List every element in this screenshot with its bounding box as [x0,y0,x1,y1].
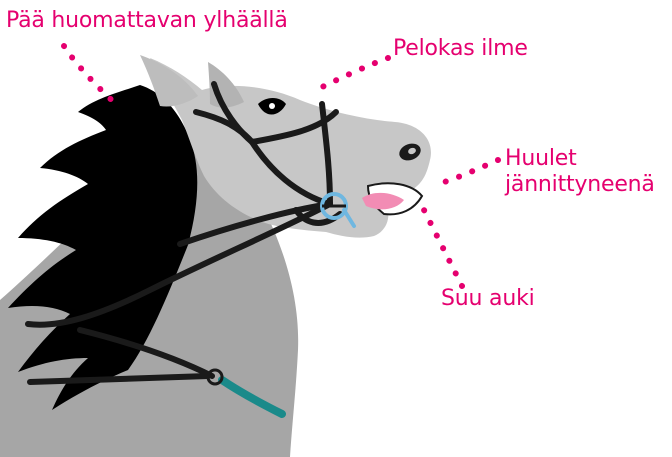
pointer-head-high [64,46,116,104]
label-mouth-open: Suu auki [441,286,535,312]
pointer-fearful-expression [312,58,388,92]
label-lips-tense-line1: Huulet [505,146,655,172]
label-lips-tense: Huulet jännittyneenä [505,146,655,198]
label-head-high: Pää huomattavan ylhäällä [6,8,288,34]
label-fearful-expression: Pelokas ilme [393,36,528,62]
eye-highlight [269,103,275,109]
pointer-lips-tense [438,160,498,184]
pointer-mouth-open [424,210,462,286]
label-lips-tense-line2: jännittyneenä [505,172,655,198]
